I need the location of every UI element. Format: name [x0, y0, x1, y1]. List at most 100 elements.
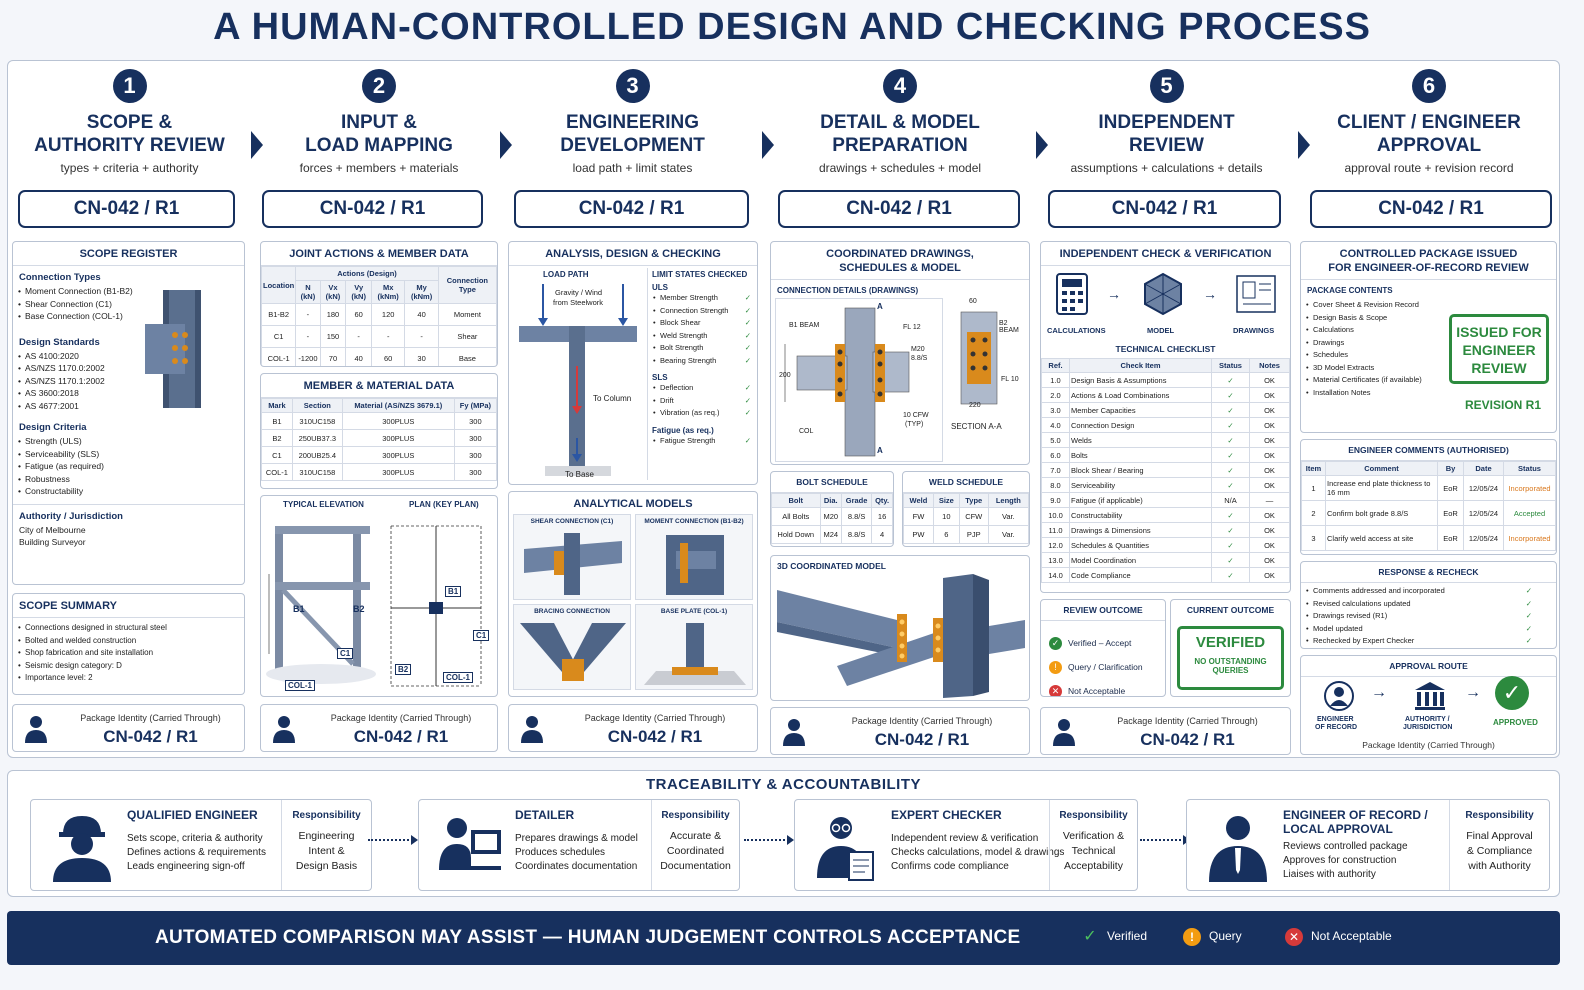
role-name: QUALIFIED ENGINEER — [127, 808, 258, 822]
package-id-box: CN-042 / R1 — [1310, 190, 1552, 228]
review-outcome-panel: REVIEW OUTCOME ✓Verified – Accept !Query… — [1040, 599, 1166, 697]
step-3-header: 3 ENGINEERING DEVELOPMENT load path + li… — [504, 69, 761, 175]
approval-route-panel: APPROVAL ROUTE → → ✓ ENGINEER OF RECORD … — [1300, 655, 1557, 755]
step-3-column: 3 ENGINEERING DEVELOPMENT load path + li… — [504, 61, 761, 759]
section-heading: 3D COORDINATED MODEL — [777, 561, 886, 571]
footer-text: AUTOMATED COMPARISON MAY ASSIST — HUMAN … — [155, 927, 1021, 948]
package-identity-card: Package Identity (Carried Through) CN-04… — [1040, 707, 1291, 755]
plan-drawing — [390, 525, 482, 687]
analytical-model-card: BRACING CONNECTION — [513, 604, 631, 690]
load-path-label: LOAD PATH — [543, 270, 589, 279]
package-identity-value: CN-042 / R1 — [607, 727, 703, 746]
check-icon: ✓ — [744, 318, 751, 327]
person-icon — [783, 719, 805, 746]
table-row: C1-150---Shear — [261, 325, 497, 348]
check-icon: ✓ — [744, 343, 751, 352]
panel-title: ANALYTICAL MODELS — [573, 498, 693, 510]
step-subtitle: approval route + revision record — [1344, 161, 1514, 175]
role-qualified-engineer: QUALIFIED ENGINEER Sets scope, criteria … — [30, 799, 372, 891]
step-number: 2 — [362, 69, 396, 103]
outcome-not-acceptable: ✕Not Acceptable — [1049, 679, 1165, 696]
check-icon: ✓ — [744, 408, 751, 417]
authority-line: City of Melbourne — [19, 524, 86, 535]
steel-connection-illustration — [666, 535, 724, 595]
list-item: Shop fabrication and site installation — [13, 647, 244, 660]
scope-summary-panel: SCOPE SUMMARY Connections designed in st… — [12, 593, 245, 695]
panel-title: ENGINEER COMMENTS (AUTHORISED) — [1301, 440, 1556, 461]
list-item: Comments addressed and incorporated✓ — [1301, 585, 1556, 598]
issued-for-review-stamp: ISSUED FOR ENGINEER REVIEW — [1449, 314, 1549, 384]
steel-connection-illustration — [644, 623, 746, 685]
list-item: Shear Connection (C1) — [13, 298, 244, 311]
list-item: Calculations — [1301, 324, 1556, 337]
dotted-arrow-icon — [1140, 835, 1190, 845]
checklist-title: TECHNICAL CHECKLIST — [1115, 344, 1216, 354]
section-a-a-drawing — [960, 311, 998, 405]
panel-title: MEMBER & MATERIAL DATA — [261, 374, 497, 398]
role-detailer: DETAILER Prepares drawings & model Produ… — [418, 799, 740, 891]
traceability-section: TRACEABILITY & ACCOUNTABILITY QUALIFIED … — [7, 770, 1560, 897]
chevron-right-icon — [762, 131, 774, 159]
step-title-line2: REVIEW — [1129, 135, 1204, 156]
limit-states-list: LIMIT STATES CHECKED ULS •Member Strengt… — [647, 268, 755, 480]
load-path-note: To Column — [593, 394, 632, 403]
label-b2: B2 — [353, 604, 365, 614]
panel-title: CONTROLLED PACKAGE ISSUED — [1339, 248, 1518, 260]
table-header: Vy (kN) — [345, 280, 372, 304]
arrow-right-icon: → — [1371, 684, 1387, 701]
person-icon — [273, 716, 295, 743]
independent-check-panel: INDEPENDENT CHECK & VERIFICATION → → CAL… — [1040, 241, 1291, 593]
step-6-header: 6 CLIENT / ENGINEER APPROVAL approval ro… — [1298, 69, 1560, 175]
analytical-models-panel: ANALYTICAL MODELS SHEAR CONNECTION (C1)M… — [508, 491, 758, 697]
step-title-line2: DEVELOPMENT — [560, 135, 705, 156]
page-title: A HUMAN-CONTROLLED DESIGN AND CHECKING P… — [213, 6, 1371, 48]
label-c1: C1 — [473, 630, 490, 641]
list-item: AS 4100:2020 — [13, 350, 244, 363]
check-circle-icon: ✓ — [1049, 637, 1062, 651]
check-icon: ✓ — [1525, 623, 1532, 633]
package-identity-label: Package Identity (Carried Through) — [1117, 716, 1258, 726]
load-path-note: Gravity / Wind — [555, 288, 603, 297]
steel-connection-illustration — [524, 533, 622, 595]
list-item: Material Certificates (if available) — [1301, 374, 1556, 387]
drawings-icon — [1236, 275, 1276, 313]
panel-title: CURRENT OUTCOME — [1186, 605, 1275, 615]
package-identity-label: Package Identity (Carried Through) — [851, 716, 993, 726]
chevron-right-icon — [1298, 131, 1310, 159]
expert-checker-icon — [817, 817, 874, 881]
label-b1: B1 — [293, 604, 305, 614]
list-item: Drawings revised (R1)✓ — [1301, 610, 1556, 623]
list-item: Revised calculations updated✓ — [1301, 598, 1556, 611]
list-item: AS 3600:2018 — [13, 387, 244, 400]
section-heading: Design Standards — [19, 336, 100, 348]
label-b2: B2 — [395, 664, 412, 675]
list-item: Design Basis & Scope — [1301, 312, 1556, 325]
package-identity-value: CN-042 / R1 — [353, 727, 449, 746]
step-subtitle: forces + members + materials — [299, 161, 459, 175]
model-label: SHEAR CONNECTION (C1) — [530, 518, 614, 525]
role-expert-checker: EXPERT CHECKER Independent review & veri… — [794, 799, 1138, 891]
person-icon — [1053, 719, 1075, 746]
coordinated-drawings-panel: COORDINATED DRAWINGS, SCHEDULES & MODEL … — [770, 241, 1030, 465]
step-number: 1 — [112, 69, 147, 103]
responsibility-block: Responsibility Final Approval& Complianc… — [1449, 800, 1549, 890]
footer-banner: AUTOMATED COMPARISON MAY ASSIST — HUMAN … — [7, 911, 1560, 965]
panel-title: SCHEDULES & MODEL — [771, 261, 1029, 280]
table-header: N (kN) — [295, 280, 321, 304]
label-c1: C1 — [337, 648, 354, 659]
chevron-right-icon — [251, 131, 263, 159]
list-item: Model updated✓ — [1301, 623, 1556, 636]
person-icon — [521, 716, 543, 743]
list-item: 3D Model Extracts — [1301, 362, 1556, 375]
